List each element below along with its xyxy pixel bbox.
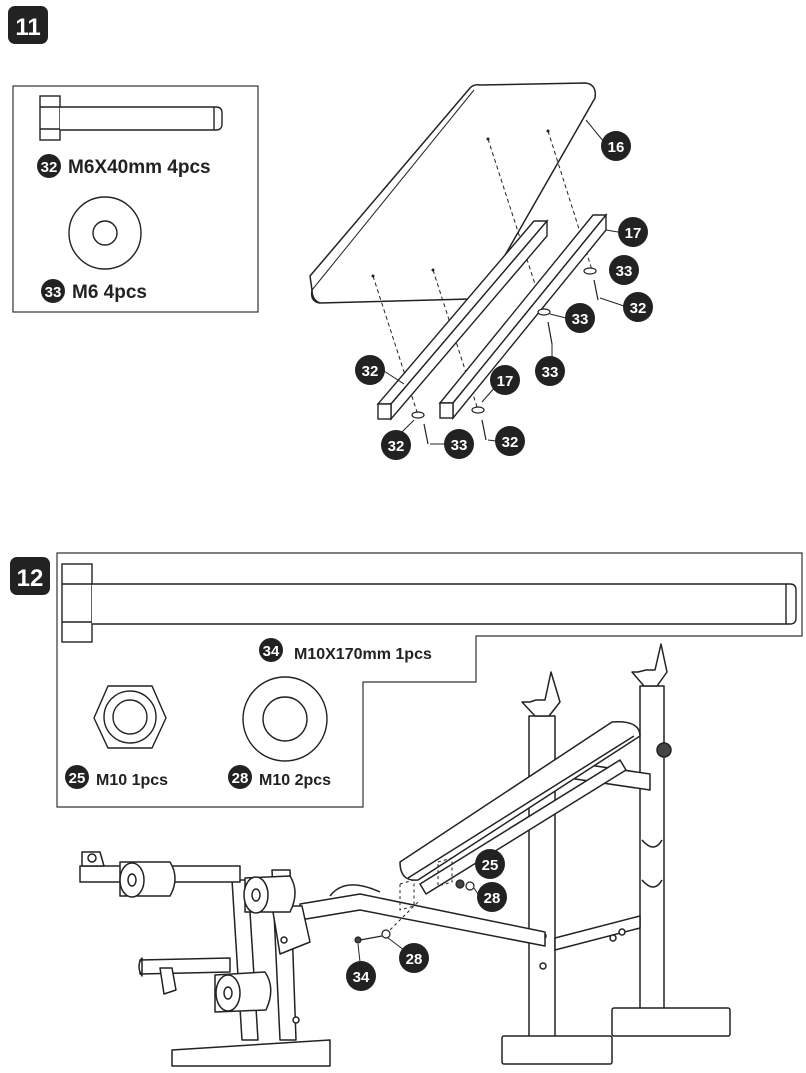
part-34-badge <box>259 638 283 662</box>
svg-text:32: 32 <box>388 438 405 455</box>
callout-32-c: 33 <box>430 429 474 459</box>
svg-text:17: 17 <box>625 225 642 242</box>
step-11-badge: 11 <box>8 6 48 44</box>
support-tube-right <box>438 213 608 420</box>
seat-pad <box>309 82 597 304</box>
part-32-spec: M6X40mm 4pcs <box>68 157 211 178</box>
step-12-parts-box: 34 M10X170mm 1pcs 25 M10 1pcs 28 M10 2pc… <box>56 552 803 808</box>
fasteners-11 <box>411 267 599 445</box>
svg-text:32: 32 <box>362 363 379 380</box>
svg-text:32: 32 <box>502 434 519 451</box>
svg-text:33: 33 <box>542 364 559 381</box>
callout-28-lower: 28 <box>387 937 429 973</box>
callout-32-b: 33 <box>535 344 565 386</box>
svg-text:17: 17 <box>497 373 514 390</box>
callout-16: 16 <box>585 119 631 161</box>
svg-text:32: 32 <box>41 159 58 176</box>
part-34-spec: M10X170mm 1pcs <box>294 646 432 663</box>
svg-text:25: 25 <box>69 770 86 787</box>
part-32-badge <box>37 154 61 178</box>
step-11-parts-box: 32 M6X40mm 4pcs 33 M6 4pcs <box>12 85 259 313</box>
part-25-badge <box>65 765 89 789</box>
svg-text:16: 16 <box>608 139 625 156</box>
bolt-guides-12 <box>385 857 453 935</box>
callout-32-a: 32 <box>599 292 653 322</box>
callout-33-b: 33 <box>549 303 595 333</box>
rear-upright-left <box>521 671 561 1047</box>
washer-m6-icon <box>68 196 142 270</box>
svg-text:34: 34 <box>263 643 280 660</box>
part-28-badge <box>228 765 252 789</box>
callout-33-d: 32 <box>381 419 415 460</box>
hex-nut-m10-icon <box>93 685 167 749</box>
callout-33-c: 17 <box>481 365 520 403</box>
part-25-spec: M10 1pcs <box>96 772 168 789</box>
step-12-badge: 12 <box>10 557 50 595</box>
step-12-number: 12 <box>17 565 44 592</box>
svg-text:33: 33 <box>45 284 62 301</box>
washer-m10-icon <box>242 676 328 762</box>
svg-text:28: 28 <box>406 951 423 968</box>
bolt-m10x170-icon <box>61 563 797 643</box>
svg-text:32: 32 <box>630 300 647 317</box>
svg-text:28: 28 <box>484 890 501 907</box>
svg-text:33: 33 <box>451 437 468 454</box>
part-28-spec: M10 2pcs <box>259 772 331 789</box>
svg-text:33: 33 <box>616 263 633 280</box>
callout-33-a: 33 <box>609 255 639 285</box>
weight-bench <box>79 643 731 1067</box>
callout-32-d: 32 <box>487 426 525 456</box>
svg-text:34: 34 <box>353 969 370 986</box>
callout-17-left: 32 <box>355 355 405 385</box>
callout-28-upper: 28 <box>473 882 507 912</box>
rear-upright-right <box>631 643 672 1017</box>
svg-text:28: 28 <box>232 770 249 787</box>
svg-text:33: 33 <box>572 311 589 328</box>
callout-34: 34 <box>346 943 376 991</box>
part-33-spec: M6 4pcs <box>72 282 147 303</box>
svg-text:25: 25 <box>482 857 499 874</box>
part-33-badge <box>41 279 65 303</box>
bolt-m6x40-icon <box>39 95 223 141</box>
support-tube-left <box>376 219 549 421</box>
fasteners-12 <box>354 879 475 944</box>
callout-17-right: 17 <box>605 217 648 247</box>
step-11-number: 11 <box>15 14 40 41</box>
callout-25: 25 <box>475 849 505 879</box>
